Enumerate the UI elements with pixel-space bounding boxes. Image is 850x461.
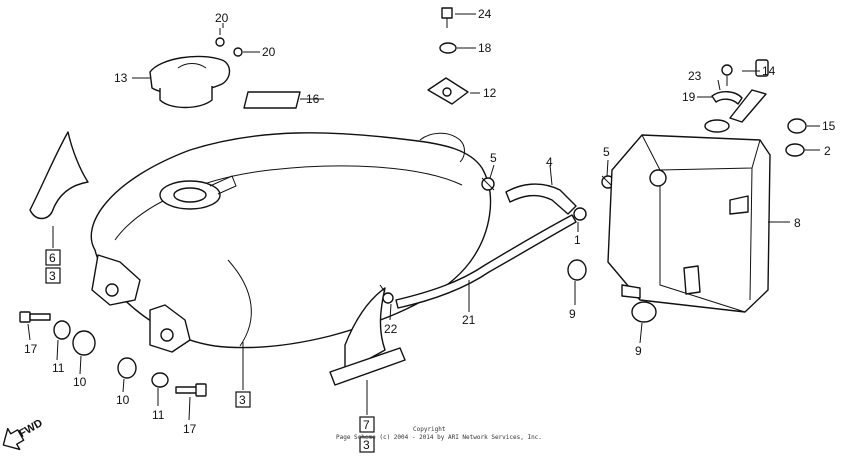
callout-10-center: 10 [116, 393, 130, 407]
setting-bracket [427, 77, 469, 105]
callout-2: 2 [824, 144, 831, 158]
reserve-bolt-15 [787, 118, 807, 134]
callout-9-lower: 9 [635, 344, 642, 358]
callout-12: 12 [483, 86, 497, 100]
boxed-callout-3-left: 3 [45, 267, 61, 284]
right-tank-emblem [329, 287, 406, 386]
callout-24: 24 [478, 7, 492, 21]
callout-9-upper: 9 [569, 307, 576, 321]
svg-text:3: 3 [49, 269, 56, 283]
copyright-line2: Page Scheme (c) 2004 - 2014 by ARI Netwo… [336, 434, 542, 441]
callout-13: 13 [114, 71, 128, 85]
callout-17-center: 17 [183, 422, 197, 436]
cap-screw-lower [233, 47, 260, 57]
svg-text:6: 6 [49, 251, 56, 265]
rubber-10-center [117, 357, 137, 379]
boxed-callout-6: 6 [45, 249, 61, 266]
callout-23: 23 [688, 69, 702, 83]
sender-unit [729, 59, 769, 123]
svg-text:3: 3 [363, 438, 370, 452]
washer-11-left [53, 320, 71, 340]
callouts: 20 20 13 16 24 18 12 23 14 19 15 2 8 5 4… [24, 7, 836, 436]
callout-1: 1 [574, 233, 581, 247]
fuel-cap [149, 55, 231, 109]
callout-5-right: 5 [603, 145, 610, 159]
washer-11-center [151, 372, 169, 388]
reserve-tank-mount-rubber-upper [567, 259, 587, 281]
hose-clip-22 [379, 284, 394, 304]
caution-label [243, 91, 301, 109]
bolt-18 [439, 42, 457, 54]
hose-clip-19 [711, 91, 743, 105]
breather-hose [395, 214, 577, 309]
hose-clamp-5-left [481, 177, 495, 191]
callout-20-lower: 20 [262, 45, 276, 59]
callout-16: 16 [306, 92, 320, 106]
leader-lines [27, 13, 820, 421]
bolt-17-left [19, 311, 51, 323]
callout-15: 15 [822, 119, 836, 133]
joint-hose [505, 183, 577, 215]
callout-11-left: 11 [52, 361, 65, 375]
hose-clamp-1 [573, 207, 587, 221]
reserve-tank [607, 134, 771, 313]
callout-21: 21 [462, 313, 476, 327]
fwd-label: FWD [17, 417, 45, 440]
callout-19: 19 [682, 90, 696, 104]
boxed-callout-7: 7 [359, 416, 375, 433]
callout-20-upper: 20 [215, 11, 229, 25]
forward-direction-arrow: FWD [2, 417, 45, 451]
tank-fitting-top [704, 119, 730, 133]
callout-5-left: 5 [490, 151, 497, 165]
rubber-10-left [72, 330, 96, 356]
reserve-tank-mount-rubber-lower [631, 301, 657, 323]
fuel-tank [90, 132, 492, 353]
left-tank-emblem [29, 131, 89, 220]
callout-8: 8 [794, 216, 801, 230]
boxed-callout-3-right: 3 [359, 436, 375, 453]
callout-18: 18 [478, 41, 492, 55]
callout-22: 22 [384, 322, 398, 336]
callout-14: 14 [762, 64, 776, 78]
callout-4: 4 [546, 155, 553, 169]
reserve-cap [785, 143, 805, 157]
boxed-callout-3-tank: 3 [235, 391, 251, 408]
callout-10-left: 10 [73, 375, 87, 389]
copyright-notice: Copyright Page Scheme (c) 2004 - 2014 by… [336, 426, 542, 441]
svg-text:3: 3 [239, 393, 246, 407]
copyright-line1: Copyright [413, 426, 446, 433]
cap-screw-upper [215, 28, 225, 47]
callout-11-center: 11 [152, 408, 165, 422]
sender-bolt-23 [721, 64, 733, 86]
bolt-24 [441, 7, 453, 28]
callout-17-left: 17 [24, 342, 38, 356]
bolt-17-center [175, 383, 207, 397]
svg-text:7: 7 [363, 418, 370, 432]
